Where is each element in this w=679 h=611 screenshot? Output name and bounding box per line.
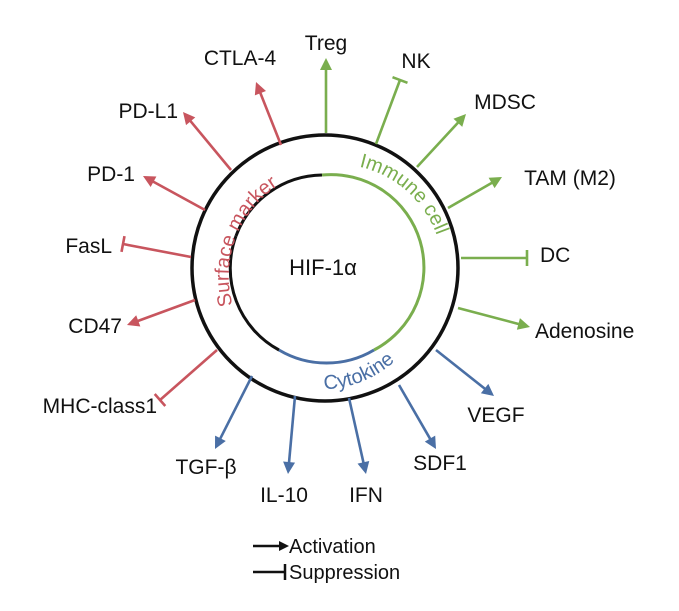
spoke-mhc-class1 — [159, 349, 218, 401]
spoke-tgf — [217, 375, 254, 442]
target-label-sdf1: SDF1 — [413, 452, 467, 475]
inner-ring-cytokine — [278, 348, 375, 365]
spoke-vegf — [435, 348, 488, 392]
inner-ring — [228, 173, 426, 365]
target-label-vegf: VEGF — [467, 404, 524, 427]
spoke-tam-m2 — [447, 180, 495, 210]
target-label-treg: Treg — [305, 32, 347, 55]
target-label-pd-1: PD-1 — [87, 163, 135, 186]
legend-activation-arrowhead — [279, 541, 289, 551]
target-label-mhc-class1: MHC-class1 — [43, 395, 157, 418]
target-label-mdsc: MDSC — [474, 91, 536, 114]
spoke-sdf1 — [397, 384, 433, 442]
arrowhead-tam-m2 — [488, 177, 502, 189]
spoke-fasl — [122, 242, 192, 259]
arrowhead-vegf — [480, 383, 494, 396]
target-label-nk: NK — [401, 50, 430, 73]
spoke-pd-l1 — [187, 118, 233, 171]
arrowhead-pd-1 — [143, 176, 157, 188]
target-label-dc: DC — [540, 244, 570, 267]
outer-ring — [190, 133, 460, 403]
spoke-adenosine — [457, 306, 522, 326]
spoke-pd-1 — [150, 179, 206, 212]
target-label-tam-m2: TAM (M2) — [524, 167, 616, 190]
spoke-mdsc — [416, 119, 461, 168]
target-label-ctla-4: CTLA-4 — [204, 47, 277, 70]
arrowhead-tgf — [215, 435, 226, 449]
target-label-pd-l1: PD-L1 — [118, 100, 178, 123]
arrowhead-mdsc — [453, 114, 466, 127]
arrowhead-ctla-4 — [254, 82, 267, 96]
inhibition-bar-mhc-class1 — [153, 393, 167, 407]
target-label-il-10: IL-10 — [260, 484, 308, 507]
spoke-il-10 — [287, 395, 297, 466]
arrowhead-pd-l1 — [183, 112, 196, 126]
inner-ring-immune — [321, 173, 426, 352]
arrowhead-ifn — [357, 460, 370, 474]
legend: Activation Suppression — [253, 536, 400, 584]
arrowhead-sdf1 — [424, 435, 436, 449]
arrowhead-adenosine — [516, 318, 530, 330]
target-label-adenosine: Adenosine — [535, 320, 634, 343]
target-label-tgf: TGF-β — [175, 456, 236, 479]
inner-ring-black — [234, 173, 323, 237]
target-label-ifn: IFN — [349, 484, 383, 507]
surface-marker-label: Surface marker — [212, 171, 282, 308]
spoke-nk — [374, 79, 402, 145]
legend-suppression-label: Suppression — [289, 562, 400, 584]
inhibition-bar-fasl — [120, 235, 126, 253]
arrowhead-cd47 — [127, 315, 141, 327]
inhibition-bar-nk — [392, 75, 408, 85]
spoke-ctla-4 — [258, 89, 283, 146]
center-label: HIF-1α — [289, 255, 357, 280]
spoke-ifn — [347, 397, 366, 466]
legend-activation-label: Activation — [289, 536, 376, 558]
target-label-fasl: FasL — [65, 235, 112, 258]
target-label-cd47: CD47 — [68, 315, 122, 338]
arrowhead-il-10 — [283, 461, 296, 474]
inner-ring-black-left — [228, 235, 280, 352]
spoke-cd47 — [134, 298, 196, 324]
arrowhead-treg — [320, 58, 332, 70]
